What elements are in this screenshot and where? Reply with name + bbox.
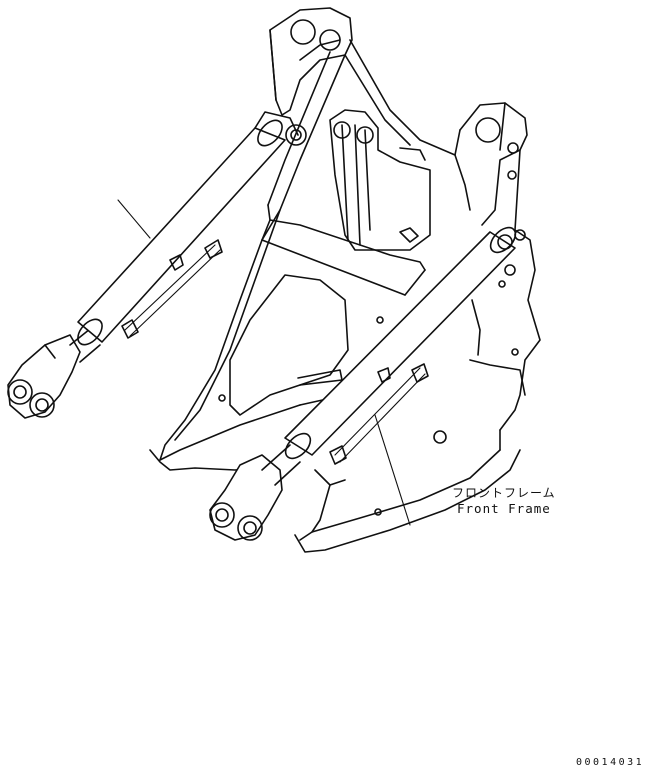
leader-line-cylinder <box>117 199 151 239</box>
drawing-number: 00014031 <box>576 757 645 768</box>
front-frame-body <box>149 7 541 553</box>
right-lift-cylinder <box>209 226 517 541</box>
leader-line-front-frame <box>374 414 411 526</box>
callout-label-jp: フロントフレーム <box>452 486 556 500</box>
leader-lines <box>117 199 411 526</box>
left-lift-cylinder <box>7 111 307 419</box>
callout-label-en: Front Frame <box>457 501 551 516</box>
